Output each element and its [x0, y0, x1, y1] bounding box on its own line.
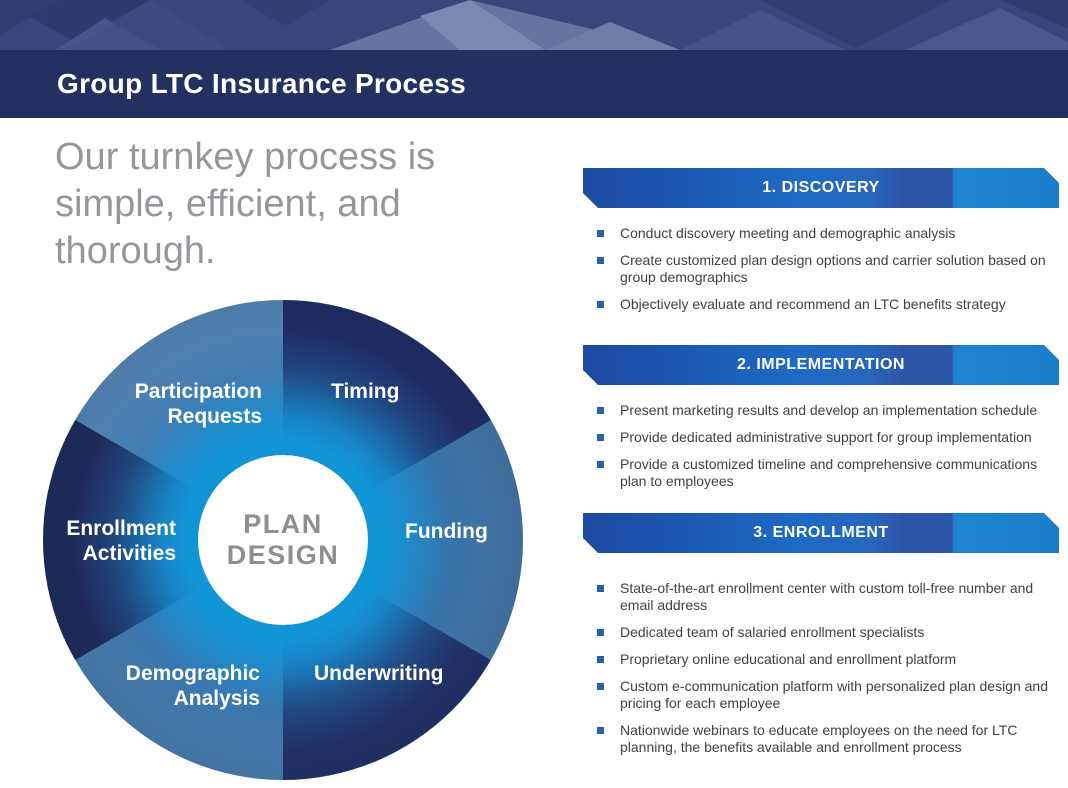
segment-label-timing: Timing	[331, 380, 400, 403]
title-bar: Group LTC Insurance Process	[0, 50, 1068, 118]
section-title: 2. IMPLEMENTATION	[737, 356, 905, 373]
bullet-item: Nationwide webinars to educate employees…	[583, 722, 1053, 756]
page-title: Group LTC Insurance Process	[57, 68, 467, 99]
segment-label-funding: Funding	[405, 520, 488, 543]
wheel-center-line2: DESIGN	[226, 540, 340, 570]
bullet-item: Objectively evaluate and recommend an LT…	[583, 296, 1053, 313]
enrollment-bullet-list: State-of-the-art enrollment center with …	[583, 580, 1053, 766]
intro-text: Our turnkey process is simple, efficient…	[55, 136, 436, 272]
bullet-item: Conduct discovery meeting and demographi…	[583, 225, 1053, 242]
bullet-item: Proprietary online educational and enrol…	[583, 651, 1053, 668]
section-banner-discovery: 1. DISCOVERY	[583, 168, 1059, 208]
bullet-item: Dedicated team of salaried enrollment sp…	[583, 624, 1053, 641]
section-title: 1. DISCOVERY	[762, 179, 880, 196]
process-wheel: Timing Funding Underwriting Demographic …	[43, 300, 523, 780]
section-banner-implementation: 2. IMPLEMENTATION	[583, 345, 1059, 385]
bullet-item: State-of-the-art enrollment center with …	[583, 580, 1053, 614]
section-banner-enrollment: 3. ENROLLMENT	[583, 513, 1059, 553]
segment-label-participation-requests: Participation Requests	[134, 380, 262, 428]
segment-label-underwriting: Underwriting	[314, 662, 444, 685]
implementation-bullet-list: Present marketing results and develop an…	[583, 402, 1053, 500]
bullet-item: Provide dedicated administrative support…	[583, 429, 1053, 446]
bullet-item: Custom e-communication platform with per…	[583, 678, 1053, 712]
bullet-item: Present marketing results and develop an…	[583, 402, 1053, 419]
process-sections: 1. DISCOVERY Conduct discovery meeting a…	[583, 168, 1059, 780]
section-title: 3. ENROLLMENT	[753, 524, 889, 541]
segment-label-demographic-analysis: Demographic Analysis	[125, 662, 260, 710]
header-pattern	[0, 0, 1068, 50]
discovery-bullet-list: Conduct discovery meeting and demographi…	[583, 225, 1053, 323]
wheel-center-line1: PLAN	[243, 509, 323, 539]
bullet-item: Create customized plan design options an…	[583, 252, 1053, 286]
wheel-center: PLAN DESIGN	[198, 455, 368, 625]
segment-label-enrollment-activities: Enrollment Activities	[66, 517, 176, 565]
bullet-item: Provide a customized timeline and compre…	[583, 456, 1053, 490]
